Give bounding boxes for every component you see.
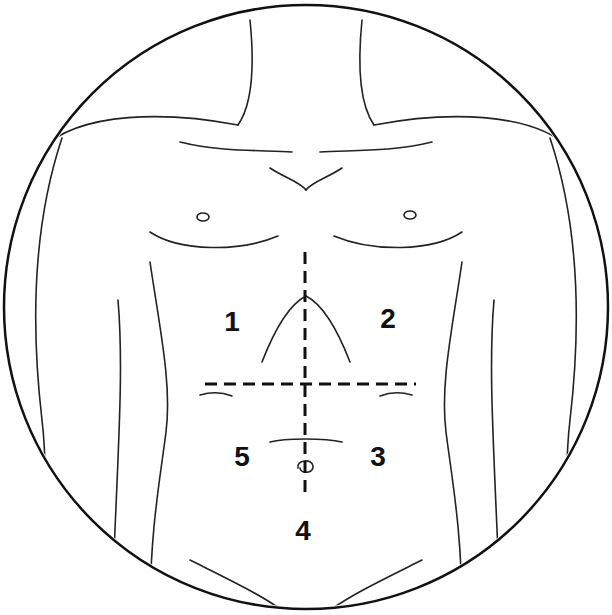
clavicle-line bbox=[320, 142, 432, 152]
arm-outline bbox=[550, 138, 576, 600]
callout-number: 1 bbox=[224, 308, 240, 336]
sternum-line bbox=[306, 168, 342, 190]
body-outline bbox=[150, 262, 168, 615]
transverse-dashed bbox=[205, 383, 416, 386]
shoulder-line bbox=[374, 117, 572, 150]
arm-outline bbox=[492, 300, 500, 600]
callout-number: 5 bbox=[234, 443, 250, 471]
neck-line bbox=[360, 20, 374, 125]
frame-circle bbox=[4, 5, 608, 609]
torso-drawing bbox=[36, 20, 577, 615]
shading-line bbox=[270, 439, 342, 442]
body-outline bbox=[444, 262, 462, 615]
callout-number: 2 bbox=[380, 305, 396, 333]
pectoral-line bbox=[334, 232, 462, 248]
nipple bbox=[404, 211, 416, 219]
sternum-line bbox=[270, 168, 306, 190]
midline-dashed bbox=[304, 252, 307, 492]
arm-outline bbox=[36, 138, 62, 600]
callout-number: 3 bbox=[370, 443, 386, 471]
callout-number: 4 bbox=[295, 517, 311, 545]
shading-line bbox=[380, 393, 412, 396]
pectoral-line bbox=[150, 232, 278, 248]
shoulder-line bbox=[40, 117, 238, 150]
neck-line bbox=[238, 20, 252, 125]
arm-outline bbox=[112, 300, 120, 600]
nipple bbox=[197, 213, 209, 221]
shading-line bbox=[200, 393, 232, 396]
clavicle-line bbox=[180, 142, 292, 152]
